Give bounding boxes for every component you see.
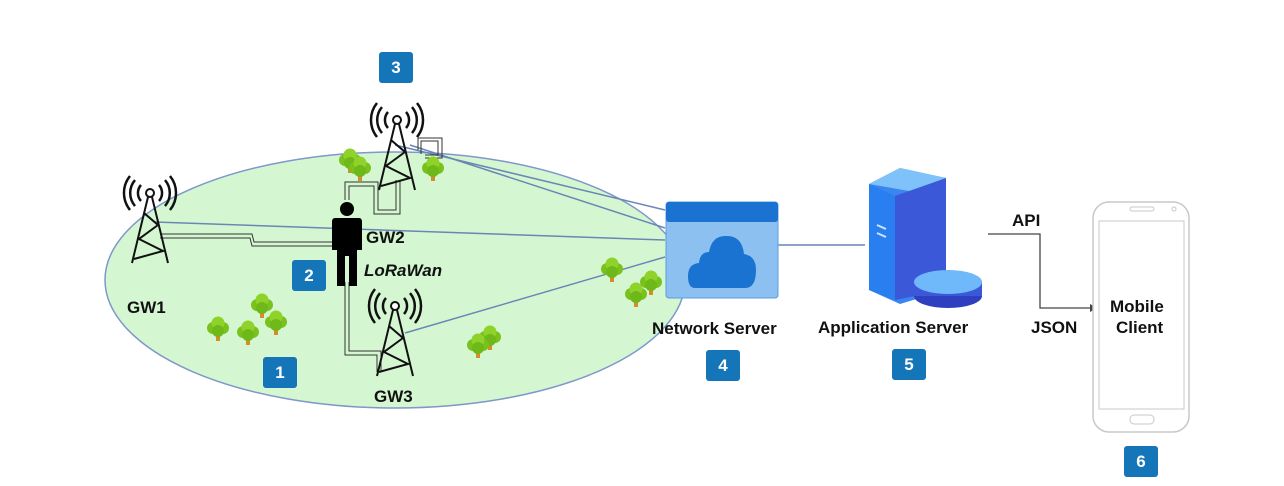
json-label: JSON [1031,318,1077,337]
network-server-label: Network Server [652,319,777,338]
gw2-label: GW2 [366,228,405,247]
svg-text:6: 6 [1136,452,1145,471]
mobile-label-line1: Mobile [1110,297,1164,316]
api-json-connector: API JSON [988,211,1097,337]
gateway-gw1: GW1 [122,174,178,317]
badge-5: 5 [892,349,926,380]
badge-4: 4 [706,350,740,381]
application-server-label: Application Server [818,318,969,337]
end-device-person: LoRaWan [332,202,442,286]
link-gw2-network-server-upper [394,144,666,211]
lorawan-label: LoRaWan [364,261,442,280]
mobile-label-line2: Client [1116,318,1164,337]
mobile-client: Mobile Client [1092,201,1190,433]
person-icon [340,202,354,216]
link-gw1-network-server [154,221,666,241]
badge-6: 6 [1124,446,1158,477]
gateway-gw2: GW2 [366,101,425,247]
badge-3: 3 [379,52,413,83]
application-server: Application Server [818,168,982,337]
gateway-gw3: GW3 [367,287,423,406]
svg-text:5: 5 [904,355,913,374]
svg-text:4: 4 [718,356,728,375]
svg-text:1: 1 [275,363,284,382]
api-label: API [1012,211,1040,230]
badge-1: 1 [263,357,297,388]
gw1-label: GW1 [127,298,166,317]
network-server: Network Server [652,201,779,338]
svg-text:2: 2 [304,266,313,285]
badge-2: 2 [292,260,326,291]
gw3-label: GW3 [374,387,413,406]
coverage-area [104,151,686,409]
svg-text:3: 3 [391,58,400,77]
network-server-header [666,202,778,222]
cloud-icon [688,235,756,288]
